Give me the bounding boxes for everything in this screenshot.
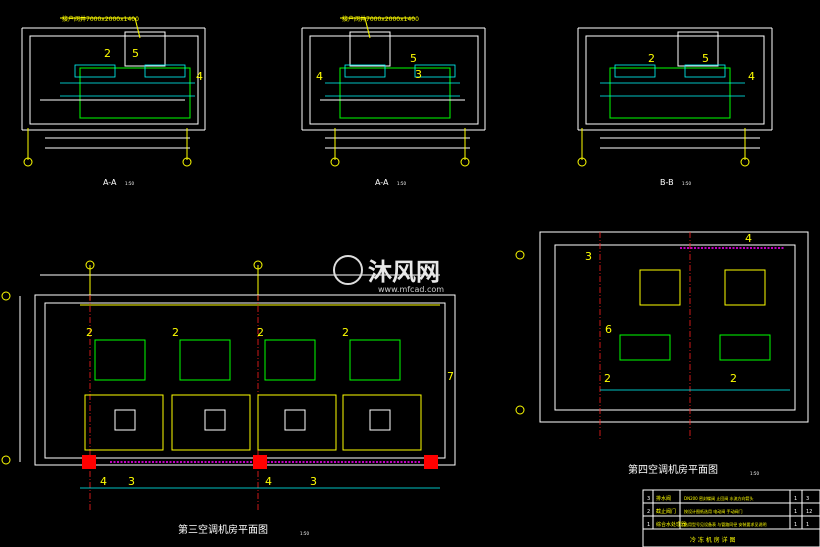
fourth-plan: 3 4 6 2 2 第四空调机房平面图 1:50 bbox=[515, 231, 809, 476]
svg-text:12: 12 bbox=[806, 509, 812, 515]
section-2-scale: 1:50 bbox=[397, 181, 406, 186]
svg-text:截止阀门: 截止阀门 bbox=[656, 508, 676, 515]
svg-text:2: 2 bbox=[647, 509, 650, 515]
watermark-brand: 沐风网 bbox=[368, 258, 440, 286]
fourth-plan-title: 第四空调机房平面图 bbox=[628, 463, 718, 476]
svg-text:5: 5 bbox=[132, 47, 139, 60]
svg-text:4: 4 bbox=[100, 475, 107, 488]
svg-text:排水阀: 排水阀 bbox=[656, 495, 671, 502]
section-2-label: A-A bbox=[375, 178, 389, 187]
svg-text:2: 2 bbox=[172, 326, 179, 339]
section-3-scale: 1:50 bbox=[682, 181, 691, 186]
svg-text:7: 7 bbox=[447, 370, 454, 383]
svg-text:2: 2 bbox=[86, 326, 93, 339]
svg-text:4: 4 bbox=[316, 70, 323, 83]
section-1-scale: 1:50 bbox=[125, 181, 134, 186]
svg-text:1: 1 bbox=[794, 509, 797, 515]
svg-text:3: 3 bbox=[585, 250, 592, 263]
section-view-3: 2 5 4 B-B 1:50 bbox=[577, 27, 773, 187]
svg-text:4: 4 bbox=[748, 70, 755, 83]
svg-text:5: 5 bbox=[702, 52, 709, 65]
svg-text:3: 3 bbox=[415, 68, 422, 81]
third-plan: 2 2 2 2 4 3 4 3 7 第三空调机房平面图 1:50 bbox=[1, 260, 456, 536]
svg-text:按设计图纸选用 电动阀 手动阀门: 按设计图纸选用 电动阀 手动阀门 bbox=[684, 508, 743, 514]
svg-text:2: 2 bbox=[730, 372, 737, 385]
svg-text:1: 1 bbox=[794, 496, 797, 502]
svg-text:2: 2 bbox=[604, 372, 611, 385]
svg-text:1: 1 bbox=[794, 522, 797, 528]
section-view-2: 接户阀井7000x2000x1400 4 5 3 A-A 1:50 bbox=[301, 15, 486, 187]
svg-text:4: 4 bbox=[745, 232, 752, 245]
svg-text:选用型号见设备表 与管路同径 安装要求见说明: 选用型号见设备表 与管路同径 安装要求见说明 bbox=[684, 521, 767, 527]
svg-text:2: 2 bbox=[648, 52, 655, 65]
section-1-label: A-A bbox=[103, 178, 117, 187]
svg-text:3: 3 bbox=[647, 496, 650, 502]
third-plan-scale: 1:50 bbox=[300, 531, 309, 536]
red-marker-2 bbox=[253, 455, 267, 469]
svg-text:DN200 密封蝶阀 止回阀 水流方向箭头: DN200 密封蝶阀 止回阀 水流方向箭头 bbox=[684, 495, 754, 501]
svg-text:2: 2 bbox=[257, 326, 264, 339]
svg-text:4: 4 bbox=[265, 475, 272, 488]
section-1-annotation: 接户阀井7000x2000x1400 bbox=[62, 15, 139, 23]
svg-text:3: 3 bbox=[806, 496, 809, 502]
svg-text:5: 5 bbox=[410, 52, 417, 65]
svg-text:4: 4 bbox=[196, 70, 203, 83]
svg-text:综合水处理器: 综合水处理器 bbox=[656, 521, 686, 528]
svg-text:3: 3 bbox=[128, 475, 135, 488]
third-plan-title: 第三空调机房平面图 bbox=[178, 523, 268, 536]
red-marker-1 bbox=[82, 455, 96, 469]
fourth-plan-scale: 1:50 bbox=[750, 471, 759, 476]
svg-text:2: 2 bbox=[342, 326, 349, 339]
title-block-bottom: 冷 冻 机 房 详 图 bbox=[690, 536, 736, 544]
unit-row bbox=[84, 339, 422, 451]
svg-text:2: 2 bbox=[104, 47, 111, 60]
section-2-annotation: 接户阀井7000x2000x1400 bbox=[342, 15, 419, 23]
svg-text:1: 1 bbox=[806, 522, 809, 528]
watermark: 沐风网 www.mfcad.com bbox=[333, 255, 444, 294]
section-3-label: B-B bbox=[660, 178, 674, 187]
section-view-1: 接户阀井7000x2000x1400 2 bbox=[21, 15, 206, 187]
svg-text:1: 1 bbox=[647, 522, 650, 528]
red-marker-3 bbox=[424, 455, 438, 469]
svg-text:6: 6 bbox=[605, 323, 612, 336]
title-block: 3 排水阀 DN200 密封蝶阀 止回阀 水流方向箭头 2 截止阀门 按设计图纸… bbox=[642, 489, 820, 547]
watermark-url: www.mfcad.com bbox=[378, 285, 444, 294]
svg-text:3: 3 bbox=[310, 475, 317, 488]
